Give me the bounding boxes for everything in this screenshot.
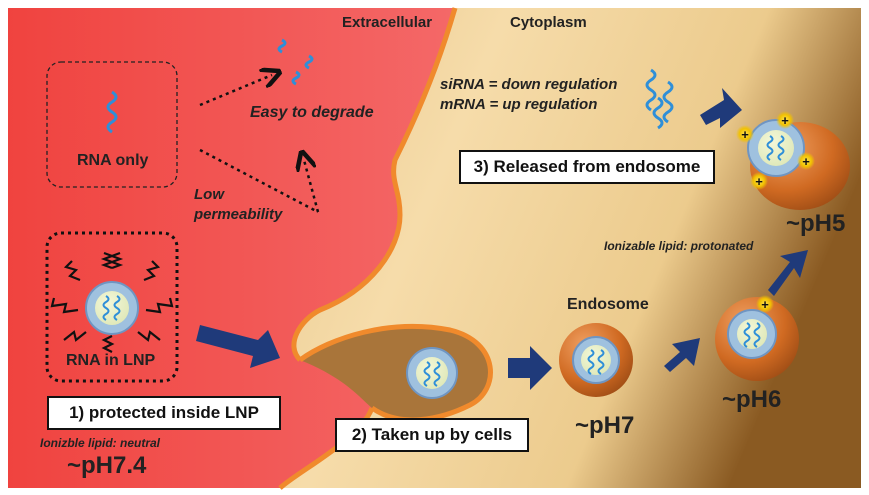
svg-text:+: + (755, 174, 763, 189)
lipid-neutral-label: Ionizble lipid: neutral (40, 436, 160, 450)
rna-only-label: RNA only (77, 152, 149, 169)
ph5-label: ~pH5 (786, 210, 846, 237)
step-3-box: 3) Released from endosome (459, 150, 715, 184)
degrade-arrow (199, 75, 272, 107)
low-permeability-label-2: permeability (194, 206, 283, 223)
svg-text:+: + (781, 113, 789, 128)
endosome-label: Endosome (567, 296, 649, 313)
lipid-nanoparticle-icon (747, 119, 805, 177)
step-1-box: 1) protected inside LNP (47, 396, 281, 430)
step-2-box: 2) Taken up by cells (335, 418, 529, 452)
rna-strand-icon (106, 90, 118, 134)
lipid-nanoparticle-icon (572, 336, 620, 384)
rna-in-lnp-box (45, 231, 179, 383)
svg-text:+: + (802, 154, 810, 169)
released-rna-icon (645, 68, 674, 130)
svg-text:+: + (761, 297, 769, 312)
ph6-label: ~pH6 (722, 386, 782, 413)
positive-charge-icon: + + + + + (736, 111, 815, 313)
svg-text:+: + (741, 127, 749, 142)
degraded-rna-icon (277, 38, 314, 86)
low-permeability-label-1: Low (194, 186, 224, 203)
lipid-nanoparticle-icon (85, 281, 139, 335)
ph7-label: ~pH7 (575, 412, 635, 439)
blue-arrow-icon (196, 88, 808, 390)
mrna-regulation-label: mRNA = up regulation (440, 96, 598, 113)
peg-chains (50, 251, 174, 353)
lipid-nanoparticle-icon (727, 309, 777, 359)
lipid-nanoparticle-icon (406, 347, 458, 399)
low-permeability-arrow (199, 148, 319, 214)
permeability-up-arrow (304, 160, 320, 213)
cytoplasm-label: Cytoplasm (510, 14, 587, 31)
extracellular-label: Extracellular (342, 14, 433, 31)
ph74-label: ~pH7.4 (67, 452, 147, 479)
rna-only-box (46, 61, 178, 188)
sirna-regulation-label: siRNA = down regulation (440, 76, 618, 93)
rna-in-lnp-label: RNA in LNP (66, 352, 156, 369)
lipid-protonated-label: Ionizable lipid: protonated (604, 239, 754, 253)
cell-membrane (291, 7, 458, 362)
easy-to-degrade-label: Easy to degrade (250, 104, 374, 121)
